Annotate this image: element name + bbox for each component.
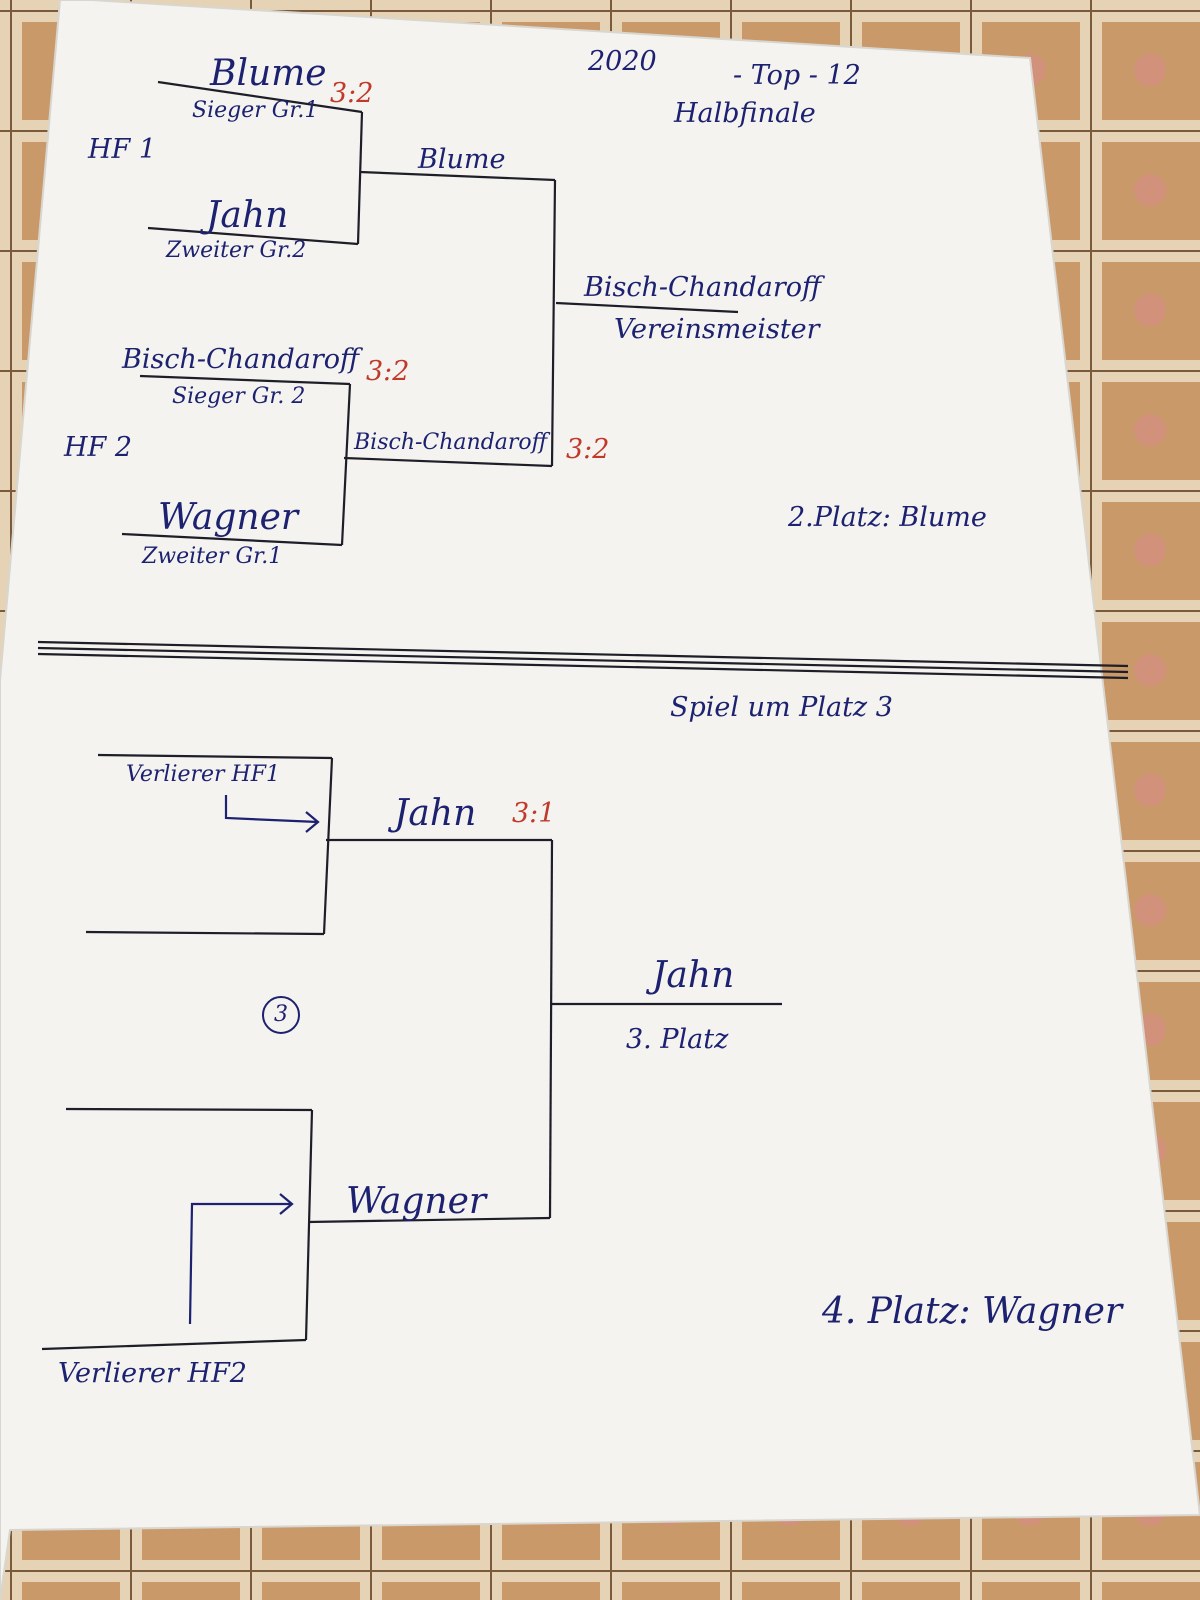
- hf1-top-seed: Sieger Gr.1: [192, 98, 319, 123]
- hf1-label: HF 1: [88, 134, 157, 165]
- hf2-top-score: 3:2: [366, 356, 410, 387]
- arrows: [188, 795, 320, 1325]
- third-place-heading: Spiel um Platz 3: [670, 692, 893, 723]
- bracket-lines: [37, 80, 1129, 1351]
- third-top-player: Jahn: [394, 793, 477, 834]
- hf2-top-seed: Sieger Gr. 2: [172, 384, 306, 409]
- hf2-winner: Bisch-Chandaroff: [354, 430, 548, 455]
- hf2-label: HF 2: [64, 432, 133, 463]
- hf1-bottom-player: Jahn: [206, 195, 289, 236]
- loser-hf2-label: Verlierer HF2: [58, 1358, 247, 1389]
- hf1-winner: Blume: [418, 144, 506, 175]
- champion-name: Bisch-Chandaroff: [584, 272, 822, 303]
- third-winner-title: 3. Platz: [626, 1024, 729, 1055]
- third-winner: Jahn: [652, 955, 735, 996]
- hf1-bottom-seed: Zweiter Gr.2: [166, 238, 307, 263]
- event-label: - Top - 12: [733, 60, 861, 91]
- hf2-top-player: Bisch-Chandaroff: [122, 344, 360, 375]
- loser-hf1-label: Verlierer HF1: [126, 762, 280, 787]
- champion-title: Vereinsmeister: [614, 314, 820, 345]
- fourth-place: 4. Platz: Wagner: [822, 1291, 1123, 1332]
- hf1-top-player: Blume: [210, 53, 327, 94]
- hf1-top-score: 3:2: [330, 78, 374, 109]
- third-top-score: 3:1: [512, 798, 556, 829]
- hf2-bottom-player: Wagner: [158, 497, 299, 538]
- circled-number: 3: [262, 996, 300, 1034]
- hf2-bottom-seed: Zweiter Gr.1: [142, 544, 283, 569]
- final-score: 3:2: [566, 434, 610, 465]
- third-bottom-player: Wagner: [346, 1181, 487, 1222]
- second-place: 2.Platz: Blume: [788, 502, 987, 533]
- year-label: 2020: [588, 46, 657, 77]
- stage-label: Halbfinale: [674, 98, 816, 129]
